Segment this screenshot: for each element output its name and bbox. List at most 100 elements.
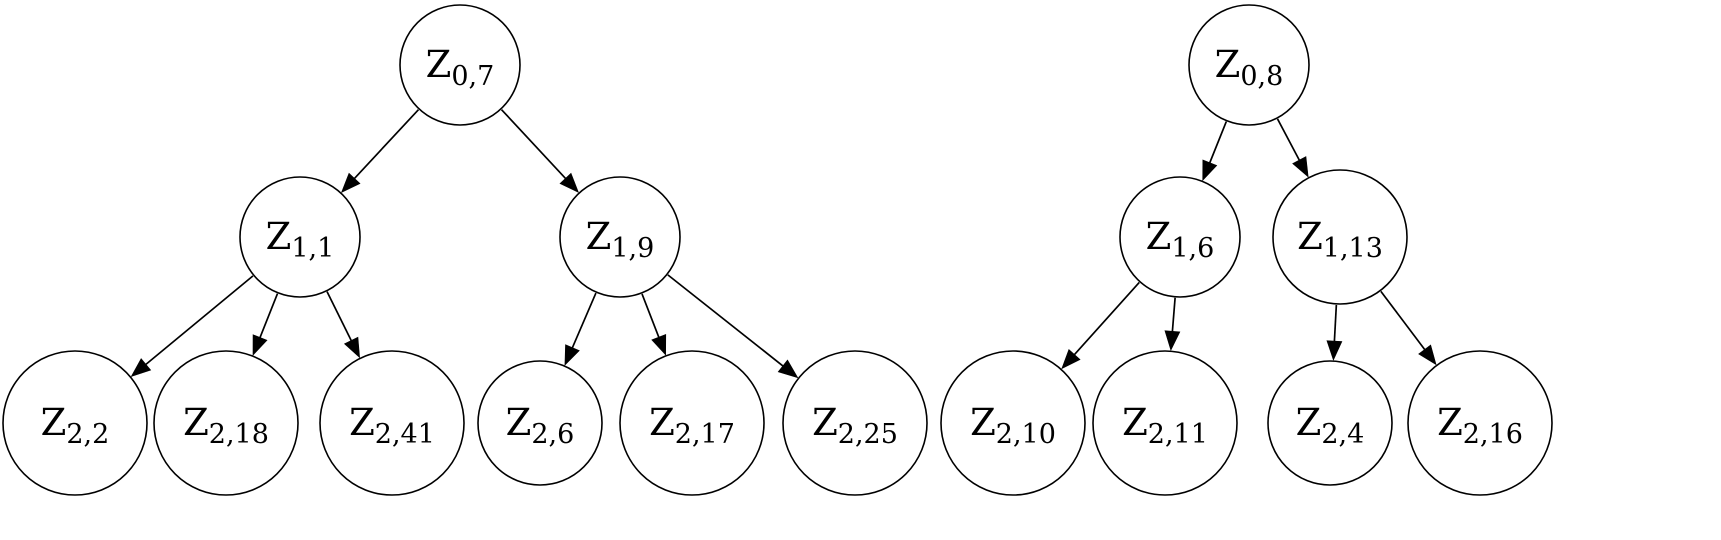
edge-Z11-to-Z218 [252, 293, 279, 356]
arrowhead-icon [1164, 330, 1181, 352]
arrowhead-icon [130, 358, 152, 378]
edge-Z16-to-Z211 [1164, 297, 1181, 352]
node-circle[interactable] [940, 350, 1086, 496]
arrowhead-icon [1418, 344, 1437, 366]
node-Z19[interactable]: Z1,9 [559, 176, 681, 298]
node-label-base: Z [586, 215, 612, 258]
node-label-subscript: 0,7 [451, 61, 494, 92]
node-label-base: Z [349, 401, 375, 444]
node-label: Z2,18 [183, 401, 269, 450]
edge-line [353, 109, 420, 180]
edge-line [1380, 290, 1426, 351]
edge-line [1276, 118, 1301, 161]
node-Z211[interactable]: Z2,11 [1092, 350, 1238, 496]
edge-line [1209, 121, 1228, 164]
node-Z16[interactable]: Z1,6 [1119, 176, 1241, 298]
node-Z11[interactable]: Z1,1 [239, 176, 361, 298]
node-Z216[interactable]: Z2,16 [1407, 350, 1553, 496]
node-label-base: Z [183, 401, 209, 444]
node-label: Z2,25 [812, 401, 898, 450]
node-label-base: Z [426, 43, 452, 86]
node-label-base: Z [812, 401, 838, 444]
node-label-subscript: 1,1 [291, 233, 334, 264]
edge-line [500, 109, 567, 180]
edge-Z11-to-Z22 [130, 275, 254, 378]
arrowhead-icon [343, 336, 361, 359]
arrowhead-icon [651, 334, 667, 356]
node-label: Z1,6 [1146, 215, 1215, 264]
node-Z217[interactable]: Z2,17 [619, 350, 765, 496]
node-label-base: Z [649, 401, 675, 444]
node-Z218[interactable]: Z2,18 [153, 350, 299, 496]
arrowhead-icon [1061, 349, 1081, 370]
node-Z241[interactable]: Z2,41 [319, 350, 465, 496]
node-label: Z2,16 [1437, 401, 1523, 450]
node-label: Z2,10 [970, 401, 1056, 450]
node-label-subscript: 1,6 [1171, 233, 1214, 264]
node-circle[interactable] [1092, 350, 1238, 496]
arrowhead-icon [340, 172, 361, 193]
node-label-subscript: 2,25 [838, 419, 898, 450]
node-label-subscript: 2,17 [675, 419, 735, 450]
node-circle[interactable] [619, 350, 765, 496]
edge-Z08-to-Z113 [1276, 118, 1309, 178]
edge-Z07-to-Z11 [340, 109, 420, 193]
node-label: Z2,2 [41, 401, 110, 450]
arrowhead-icon [1326, 340, 1343, 361]
arrowhead-icon [1202, 159, 1218, 182]
node-circle[interactable] [782, 350, 928, 496]
node-Z07[interactable]: Z0,7 [399, 4, 521, 126]
node-circle[interactable] [477, 360, 603, 486]
node-circle[interactable] [1407, 350, 1553, 496]
node-label: Z1,1 [266, 215, 335, 264]
edge-Z11-to-Z241 [326, 291, 361, 359]
edge-Z19-to-Z217 [641, 293, 667, 356]
arrowhead-icon [252, 334, 268, 356]
node-label-subscript: 2,10 [996, 419, 1056, 450]
edge-line [667, 274, 784, 367]
node-label-subscript: 0,8 [1240, 61, 1283, 92]
node-label-base: Z [1122, 401, 1148, 444]
node-label-subscript: 2,18 [209, 419, 269, 450]
node-label-subscript: 2,6 [531, 419, 574, 450]
edge-line [1171, 297, 1176, 332]
node-label-base: Z [1297, 215, 1323, 258]
edge-Z07-to-Z19 [500, 109, 580, 193]
node-Z22[interactable]: Z2,2 [2, 350, 148, 496]
node-label-subscript: 2,16 [1463, 419, 1523, 450]
node-label: Z2,6 [506, 401, 575, 450]
node-circle[interactable] [399, 4, 521, 126]
edge-Z08-to-Z16 [1202, 121, 1228, 182]
node-circle[interactable] [319, 350, 465, 496]
node-circle[interactable] [1188, 4, 1310, 126]
node-Z26[interactable]: Z2,6 [477, 360, 603, 486]
node-Z113[interactable]: Z1,13 [1272, 169, 1408, 305]
arrowhead-icon [564, 344, 580, 366]
node-label: Z1,9 [586, 215, 655, 264]
edge-Z16-to-Z210 [1061, 281, 1140, 370]
node-label-base: Z [41, 401, 67, 444]
edge-Z19-to-Z26 [564, 292, 597, 366]
node-label: Z2,17 [649, 401, 735, 450]
edge-line [571, 292, 597, 349]
node-circle[interactable] [559, 176, 681, 298]
node-label-subscript: 2,11 [1148, 419, 1208, 450]
node-Z08[interactable]: Z0,8 [1188, 4, 1310, 126]
edge-line [326, 291, 352, 341]
node-Z24[interactable]: Z2,4 [1267, 360, 1393, 486]
node-label-subscript: 2,2 [66, 419, 109, 450]
node-label: Z0,7 [426, 43, 495, 92]
node-circle[interactable] [153, 350, 299, 496]
edges-layer [130, 109, 1437, 379]
node-circle[interactable] [239, 176, 361, 298]
node-circle[interactable] [1272, 169, 1408, 305]
node-Z210[interactable]: Z2,10 [940, 350, 1086, 496]
node-circle[interactable] [2, 350, 148, 496]
node-circle[interactable] [1267, 360, 1393, 486]
node-label-subscript: 1,9 [611, 233, 654, 264]
edge-line [259, 293, 279, 338]
node-circle[interactable] [1119, 176, 1241, 298]
node-Z225[interactable]: Z2,25 [782, 350, 928, 496]
node-label: Z2,41 [349, 401, 435, 450]
